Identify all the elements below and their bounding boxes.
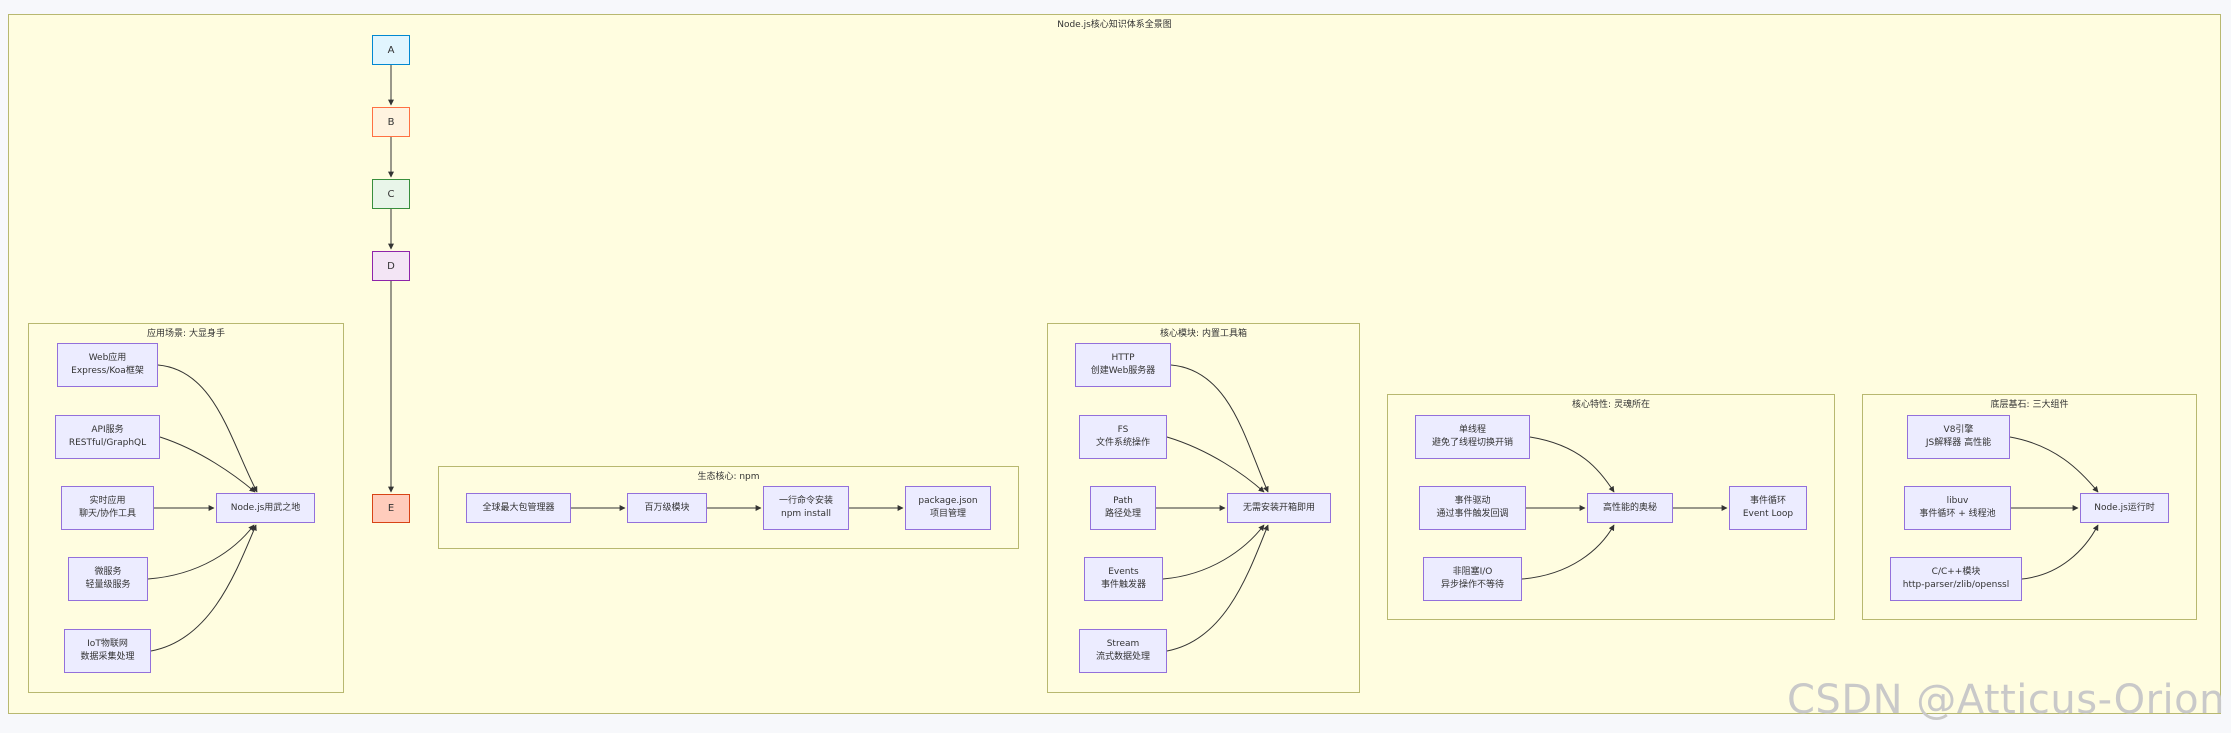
edge-v8-runtime — [2009, 436, 2099, 493]
node-single-thread-l2: 避免了线程切换开销 — [1431, 438, 1513, 448]
node-path: Path 路径处理 — [1090, 486, 1156, 530]
node-events-l2: 事件触发器 — [1100, 580, 1146, 590]
edge-web-nodeuse — [157, 364, 258, 493]
edge-http-nobox — [1170, 364, 1269, 493]
cluster-core-title: 核心模块: 内置工具箱 — [1160, 329, 1247, 339]
node-event-driven: 事件驱动通过事件触发回调 — [1419, 486, 1526, 530]
node-runtime-l1: Node.js运行时 — [2094, 502, 2155, 513]
node-nodejs-use: Node.js用武之地 — [216, 493, 315, 523]
node-http: HTTP 创建Web服务器 — [1075, 343, 1171, 387]
cluster-base-title: 底层基石: 三大组件 — [1990, 400, 2069, 410]
node-c: C — [372, 179, 410, 209]
edge-cpp-runtime — [2021, 524, 2099, 580]
node-http-l2: 创建Web服务器 — [1090, 366, 1156, 376]
node-builtin: 无需安装开箱即用 — [1227, 493, 1331, 523]
node-performance-l1: 高性能的奥秘 — [1602, 502, 1657, 513]
node-c-label: C — [387, 188, 395, 200]
node-d: D — [372, 251, 410, 281]
node-libuv-l2: 事件循环 + 线程池 — [1919, 509, 1996, 519]
node-e: E — [372, 494, 410, 523]
node-v8: V8引擎 JS解释器 高性能 — [1907, 415, 2010, 459]
node-builtin-l1: 无需安装开箱即用 — [1242, 502, 1315, 513]
edge-nbio-perf — [1521, 524, 1615, 580]
cluster-feat-title: 核心特性: 灵魂所在 — [1572, 400, 1650, 410]
node-registry: 全球最大包管理器 — [466, 493, 571, 523]
node-path-l1: Path — [1113, 496, 1133, 506]
node-d-label: D — [387, 260, 395, 272]
node-install-l2: npm install — [781, 509, 831, 519]
node-fs-l1: FS — [1117, 425, 1129, 435]
node-events-l1: Events — [1108, 567, 1139, 577]
node-package-json-l1: package.json — [918, 496, 978, 506]
node-non-blocking-io: 非阻塞I/O 异步操作不等待 — [1423, 557, 1522, 601]
edge-fs-nobox — [1166, 436, 1265, 493]
edge-iot-nodeuse — [150, 524, 257, 652]
node-cpp-modules-l2: http-parser/zlib/openssl — [1902, 580, 2010, 590]
node-http-l1: HTTP — [1111, 353, 1135, 363]
node-package-json: package.json 项目管理 — [905, 486, 991, 530]
node-microservice-l1: 微服务 — [94, 567, 122, 577]
node-registry-l1: 全球最大包管理器 — [482, 502, 555, 513]
node-stream-l1: Stream — [1106, 639, 1140, 649]
node-a-label: A — [387, 44, 395, 56]
node-event-driven-l1: 事件驱动 — [1454, 496, 1491, 506]
node-iot-l1: IoT物联网 — [87, 639, 128, 649]
cluster-app-title: 应用场景: 大显身手 — [147, 329, 225, 339]
node-cpp-modules: C/C++模块 http-parser/zlib/openssl — [1890, 557, 2022, 601]
node-install: 一行命令安装 npm install — [763, 486, 849, 530]
node-stream-l2: 流式数据处理 — [1095, 652, 1150, 662]
node-modules: 百万级模块 — [627, 493, 707, 523]
edge-micro-nodeuse — [147, 524, 255, 580]
node-fs-l2: 文件系统操作 — [1095, 438, 1150, 448]
node-iot-l2: 数据采集处理 — [80, 652, 135, 662]
node-a: A — [372, 35, 410, 65]
node-single-thread-l1: 单线程 — [1458, 425, 1486, 435]
node-libuv: libuv 事件循环 + 线程池 — [1904, 486, 2011, 530]
node-realtime-app-l1: 实时应用 — [89, 496, 126, 506]
node-fs: FS 文件系统操作 — [1079, 415, 1167, 459]
node-path-l2: 路径处理 — [1104, 509, 1141, 519]
node-install-l1: 一行命令安装 — [778, 496, 833, 506]
cluster-eco-title: 生态核心: npm — [697, 472, 760, 482]
node-api-service: API服务 RESTful/GraphQL — [55, 415, 160, 459]
node-realtime-app: 实时应用聊天/协作工具 — [61, 486, 154, 530]
node-microservice: 微服务轻量级服务 — [68, 557, 148, 601]
node-cpp-modules-l1: C/C++模块 — [1931, 567, 1981, 577]
watermark: CSDN @Atticus-Orion — [1787, 677, 2225, 723]
outer-cluster-title: Node.js核心知识体系全景图 — [1057, 20, 1172, 30]
node-v8-l2: JS解释器 高性能 — [1925, 438, 1992, 448]
node-realtime-app-l2: 聊天/协作工具 — [78, 509, 137, 519]
node-microservice-l2: 轻量级服务 — [85, 580, 131, 590]
node-non-blocking-io-l1: 非阻塞I/O — [1452, 567, 1493, 577]
node-package-json-l2: 项目管理 — [929, 509, 966, 519]
node-event-loop: 事件循环 Event Loop — [1729, 486, 1807, 530]
edge-stream-nobox — [1166, 524, 1269, 652]
node-stream: Stream 流式数据处理 — [1079, 629, 1167, 673]
node-api-service-l1: API服务 — [91, 425, 124, 435]
node-nodejs-use-l1: Node.js用武之地 — [230, 502, 301, 513]
edge-events-nobox — [1162, 524, 1265, 580]
node-e-label: E — [387, 503, 395, 514]
node-event-loop-l1: 事件循环 — [1749, 496, 1786, 506]
node-v8-l1: V8引擎 — [1943, 425, 1974, 435]
node-single-thread: 单线程避免了线程切换开销 — [1415, 415, 1530, 459]
node-event-loop-l2: Event Loop — [1742, 509, 1794, 519]
node-modules-l1: 百万级模块 — [644, 502, 690, 513]
node-web-app: Web应用 Express/Koa框架 — [57, 343, 158, 387]
node-runtime: Node.js运行时 — [2080, 493, 2169, 523]
node-b: B — [372, 107, 410, 137]
node-web-app-l1: Web应用 — [88, 353, 127, 363]
node-non-blocking-io-l2: 异步操作不等待 — [1440, 580, 1504, 590]
node-events: Events 事件触发器 — [1084, 557, 1163, 601]
node-iot: IoT物联网数据采集处理 — [64, 629, 151, 673]
node-web-app-l2: Express/Koa框架 — [71, 366, 144, 376]
edge-single-perf — [1529, 436, 1615, 493]
node-event-driven-l2: 通过事件触发回调 — [1436, 509, 1509, 519]
node-b-label: B — [387, 116, 395, 128]
edge-api-nodeuse — [159, 436, 256, 493]
node-libuv-l1: libuv — [1946, 496, 1969, 506]
node-performance: 高性能的奥秘 — [1587, 493, 1673, 523]
node-api-service-l2: RESTful/GraphQL — [68, 438, 147, 448]
